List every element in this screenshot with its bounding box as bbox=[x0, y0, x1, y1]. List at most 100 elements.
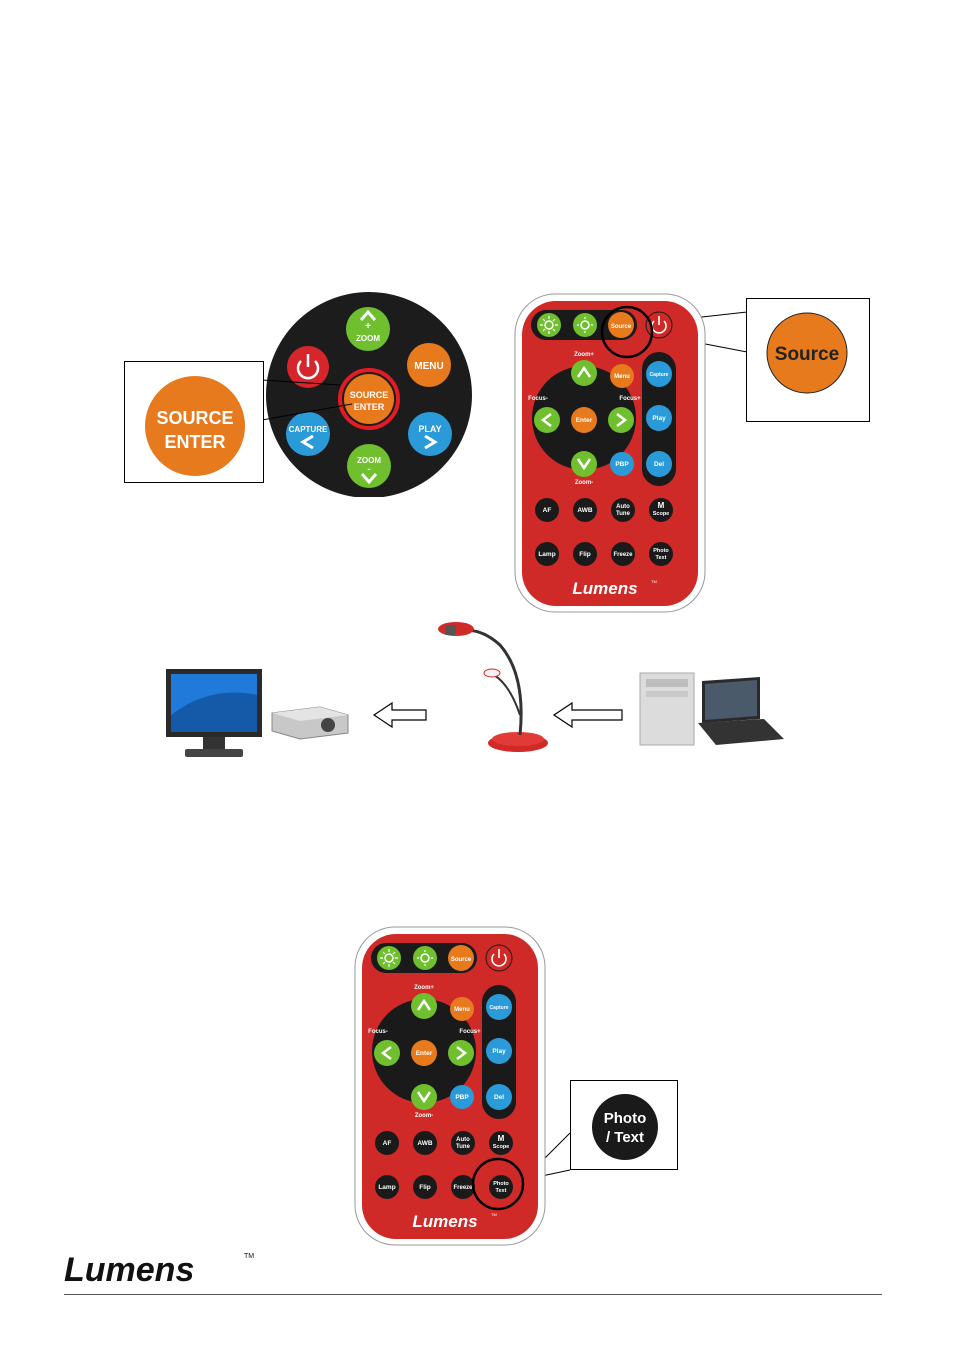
callout-box-photo-text: Photo / Text bbox=[570, 1080, 678, 1170]
m-scope-button[interactable]: M Scope bbox=[489, 1131, 513, 1155]
af-button[interactable]: AF bbox=[535, 498, 559, 522]
svg-text:Source: Source bbox=[451, 957, 472, 963]
laptop-icon bbox=[698, 677, 784, 745]
right-arrow-icon bbox=[424, 434, 438, 450]
svg-text:Menu: Menu bbox=[614, 374, 630, 380]
menu-button[interactable]: Menu bbox=[610, 364, 634, 388]
power-icon bbox=[651, 316, 667, 334]
footer-logo: Lumens TM bbox=[64, 1251, 254, 1288]
menu-button[interactable]: MENU bbox=[407, 343, 451, 387]
zoom-up-button[interactable] bbox=[411, 993, 437, 1019]
zoom-down-button[interactable] bbox=[411, 1084, 437, 1110]
svg-text:Del: Del bbox=[654, 461, 664, 468]
m-scope-button[interactable]: M Scope bbox=[649, 498, 673, 522]
power-icon bbox=[296, 354, 320, 380]
zoom-minus-button[interactable]: ZOOM - bbox=[347, 444, 391, 488]
photo-text-button[interactable]: Photo Text bbox=[649, 542, 673, 566]
auto-tune-button[interactable]: Auto Tune bbox=[451, 1131, 475, 1155]
up-arrow-icon bbox=[416, 998, 432, 1011]
source-highlight-ring bbox=[600, 305, 654, 359]
capture-button[interactable]: Capture bbox=[646, 361, 672, 387]
callout-text-text: / Text bbox=[606, 1129, 644, 1146]
awb-button[interactable]: AWB bbox=[413, 1131, 437, 1155]
zoom-plus-label: ZOOM bbox=[356, 334, 380, 343]
zoom-up-button[interactable] bbox=[571, 360, 597, 386]
focus-right-button[interactable] bbox=[448, 1040, 474, 1066]
capture-button[interactable]: CAPTURE bbox=[286, 412, 330, 456]
source-button[interactable]: Source bbox=[608, 312, 634, 338]
footer-tm: TM bbox=[244, 1253, 254, 1260]
svg-text:Photo: Photo bbox=[653, 548, 669, 554]
power-button[interactable] bbox=[485, 944, 513, 972]
power-button[interactable] bbox=[287, 346, 329, 388]
focus-right-button[interactable] bbox=[608, 407, 634, 433]
zoom-down-button[interactable] bbox=[571, 451, 597, 477]
svg-text:SOURCE: SOURCE bbox=[350, 390, 389, 400]
svg-text:PBP: PBP bbox=[455, 1094, 469, 1101]
svg-text:Lamp: Lamp bbox=[538, 551, 555, 558]
enter-button[interactable]: Enter bbox=[411, 1040, 437, 1066]
awb-button[interactable]: AWB bbox=[573, 498, 597, 522]
lamp-button[interactable]: Lamp bbox=[535, 542, 559, 566]
zoom-minus-label: Zoom- bbox=[415, 1113, 433, 1119]
svg-text:-: - bbox=[367, 464, 370, 475]
brightness-down-button[interactable] bbox=[573, 313, 597, 337]
footer-divider bbox=[64, 1294, 882, 1295]
photo-text-highlight-ring bbox=[471, 1157, 525, 1211]
brightness-up-button[interactable] bbox=[537, 313, 561, 337]
enter-button[interactable]: Enter bbox=[571, 407, 597, 433]
svg-text:+: + bbox=[365, 321, 371, 332]
svg-text:TM: TM bbox=[651, 579, 657, 584]
pbp-button[interactable]: PBP bbox=[610, 452, 634, 476]
footer-brand-text: Lumens bbox=[64, 1251, 194, 1288]
svg-text:Auto: Auto bbox=[456, 1137, 470, 1143]
focus-minus-label: Focus- bbox=[368, 1029, 388, 1035]
focus-left-button[interactable] bbox=[374, 1040, 400, 1066]
svg-text:Lamp: Lamp bbox=[378, 1184, 395, 1191]
zoom-plus-label: Zoom+ bbox=[414, 985, 434, 991]
flip-button[interactable]: Flip bbox=[573, 542, 597, 566]
svg-text:Tune: Tune bbox=[456, 1144, 471, 1150]
svg-text:AWB: AWB bbox=[577, 507, 592, 514]
flip-button[interactable]: Flip bbox=[413, 1175, 437, 1199]
source-enter-button[interactable]: SOURCE ENTER bbox=[338, 368, 400, 430]
svg-text:MENU: MENU bbox=[414, 361, 443, 372]
svg-text:ZOOM: ZOOM bbox=[357, 456, 381, 465]
svg-text:Tune: Tune bbox=[616, 511, 631, 517]
svg-text:Del: Del bbox=[494, 1094, 504, 1101]
play-button[interactable]: Play bbox=[486, 1038, 512, 1064]
pbp-button[interactable]: PBP bbox=[450, 1085, 474, 1109]
play-button[interactable]: Play bbox=[646, 405, 672, 431]
svg-text:Text: Text bbox=[496, 1188, 507, 1194]
svg-text:TM: TM bbox=[491, 1212, 497, 1217]
play-button[interactable]: PLAY bbox=[408, 412, 452, 456]
freeze-button[interactable]: Freeze bbox=[451, 1175, 475, 1199]
source-button[interactable]: Source bbox=[448, 945, 474, 971]
brightness-up-button[interactable] bbox=[377, 946, 401, 970]
desktop-pc-icon bbox=[639, 672, 695, 746]
af-button[interactable]: AF bbox=[375, 1131, 399, 1155]
del-button[interactable]: Del bbox=[486, 1084, 512, 1110]
zoom-plus-button[interactable]: + ZOOM bbox=[346, 307, 390, 351]
capture-button[interactable]: Capture bbox=[486, 994, 512, 1020]
svg-text:CAPTURE: CAPTURE bbox=[289, 425, 328, 434]
freeze-button[interactable]: Freeze bbox=[611, 542, 635, 566]
focus-plus-label: Focus+ bbox=[459, 1029, 481, 1035]
svg-text:Source: Source bbox=[611, 324, 632, 330]
sun-icon bbox=[540, 316, 558, 334]
del-button[interactable]: Del bbox=[646, 451, 672, 477]
svg-text:Scope: Scope bbox=[653, 511, 670, 517]
arrow-left-icon bbox=[552, 701, 623, 729]
focus-left-button[interactable] bbox=[534, 407, 560, 433]
menu-button[interactable]: Menu bbox=[450, 997, 474, 1021]
callout-photo-text: Photo bbox=[604, 1110, 647, 1127]
brightness-down-button[interactable] bbox=[413, 946, 437, 970]
lamp-button[interactable]: Lamp bbox=[375, 1175, 399, 1199]
svg-text:AF: AF bbox=[383, 1140, 392, 1147]
photo-text-button[interactable]: Photo Text bbox=[489, 1175, 513, 1199]
svg-text:Capture: Capture bbox=[490, 1005, 509, 1011]
svg-text:PLAY: PLAY bbox=[418, 424, 441, 434]
svg-text:Flip: Flip bbox=[419, 1184, 431, 1191]
auto-tune-button[interactable]: Auto Tune bbox=[611, 498, 635, 522]
left-arrow-icon bbox=[380, 1046, 392, 1060]
